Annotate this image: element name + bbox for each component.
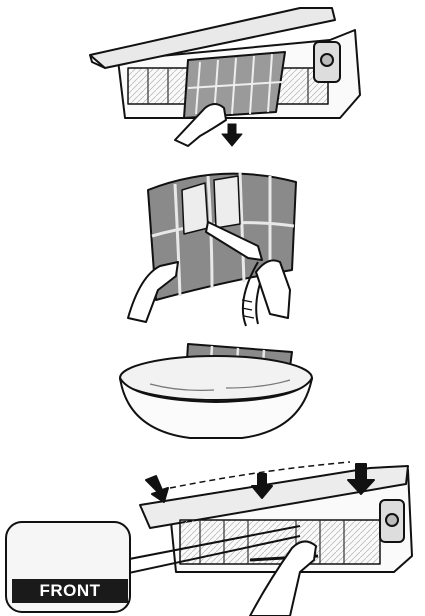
front-label: FRONT — [12, 579, 128, 603]
step-clean-filter-with-vacuum — [128, 172, 296, 326]
step-remove-filter — [90, 8, 360, 146]
press-arrow-icon — [146, 476, 168, 502]
step-wash-filter-in-basin — [120, 344, 312, 438]
water-basin-rim — [120, 356, 312, 400]
step-reinsert-filter — [140, 462, 412, 616]
down-arrow-icon — [222, 124, 242, 146]
